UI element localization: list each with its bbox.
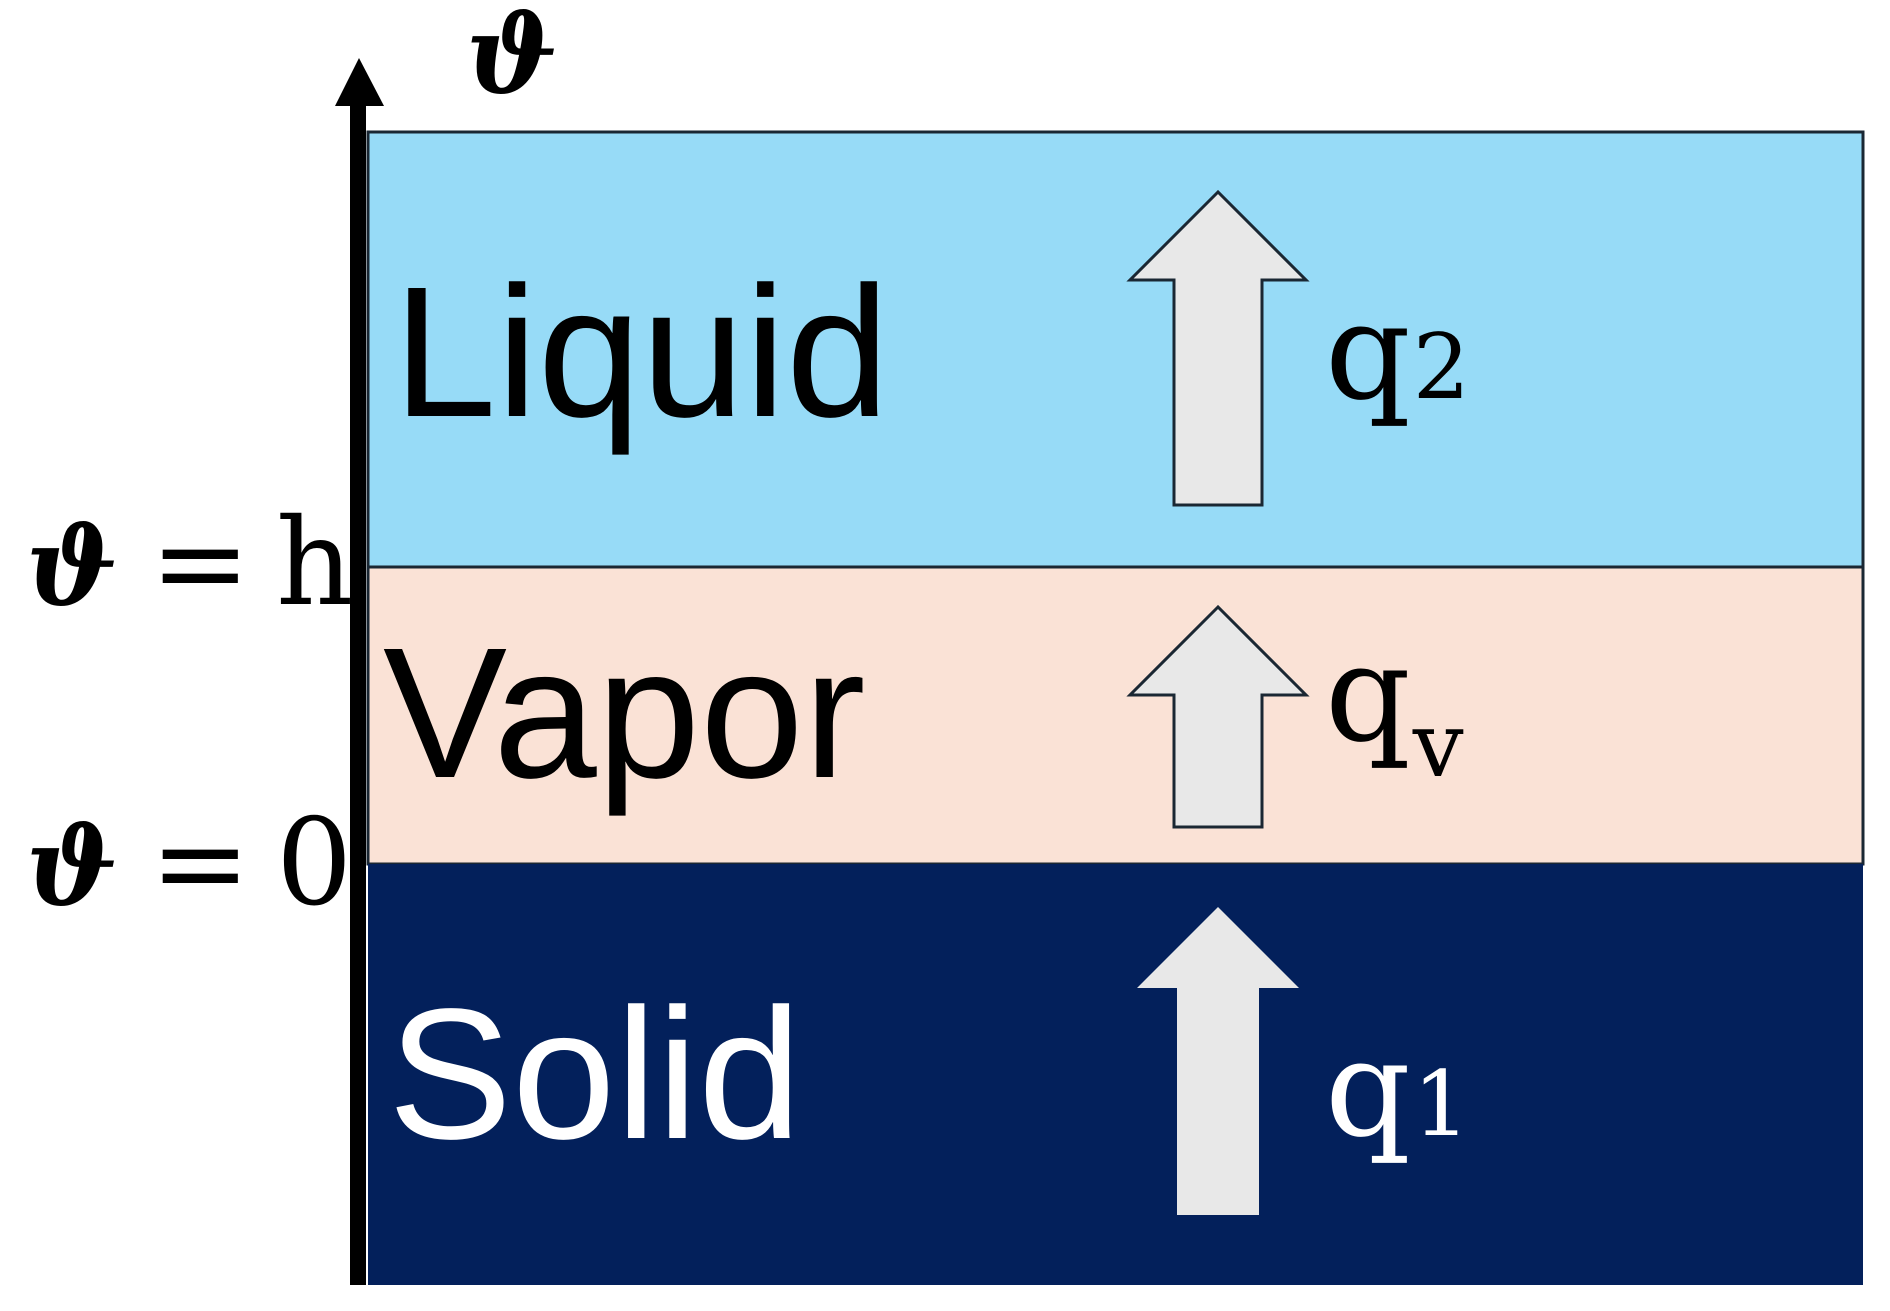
height-mark-symbol: ϑ — [26, 504, 118, 630]
vertical-axis: ϑ ϑ = h ϑ = 0 — [26, 0, 558, 1285]
liquid-flux-label: q2 — [1325, 274, 1470, 430]
vapor-region — [366, 565, 1865, 866]
liquid-region — [366, 130, 1865, 569]
zero-mark-equals: = — [150, 794, 251, 933]
zero-mark-symbol: ϑ — [26, 804, 118, 930]
solid-flux-label: q1 — [1325, 1011, 1470, 1167]
vapor-label: Vapor — [383, 610, 866, 817]
vapor-flux-arrow — [1126, 604, 1310, 829]
zero-mark: ϑ = 0 — [26, 794, 352, 933]
liquid-label: Liquid — [393, 249, 889, 456]
axis-label: ϑ — [466, 0, 558, 118]
solid-layer: Solid q1 — [368, 864, 1863, 1285]
height-mark-value: h — [276, 494, 353, 633]
solid-flux-arrow — [1137, 907, 1299, 1215]
vapor-flux-label: qv — [1325, 616, 1464, 798]
liquid-layer: Liquid q2 — [366, 130, 1865, 569]
axis-arrowhead — [335, 58, 384, 106]
solid-label: Solid — [388, 971, 802, 1178]
liquid-flux-arrow — [1126, 189, 1310, 507]
solid-region — [368, 864, 1863, 1285]
vapor-layer: Vapor qv — [366, 565, 1865, 866]
zero-mark-value: 0 — [276, 794, 352, 933]
height-mark-equals: = — [150, 494, 251, 633]
height-mark: ϑ = h — [26, 494, 353, 633]
